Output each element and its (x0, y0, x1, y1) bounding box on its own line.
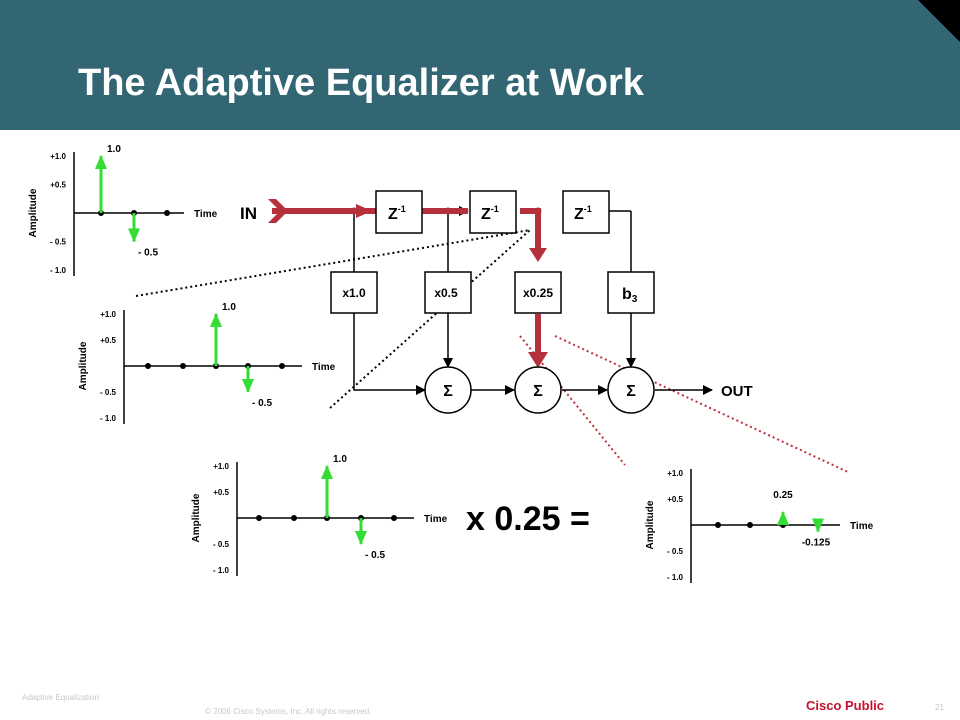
tap-block: x1.0 (330, 271, 378, 314)
sample-point (391, 515, 397, 521)
tick-label: - 1.0 (213, 566, 230, 575)
footer-classification: Cisco Public (806, 698, 885, 713)
tick-label: - 0.5 (213, 540, 230, 549)
sum-node: Σ (514, 366, 562, 414)
signal-arrowhead (528, 352, 548, 368)
corner-mark (918, 0, 960, 42)
svg-text:Σ: Σ (443, 383, 453, 400)
signal-node (444, 207, 452, 215)
tick-label: - 0.5 (100, 388, 117, 397)
signal-arrowhead (529, 248, 547, 262)
callout-line-red (554, 335, 849, 473)
tick-label: +0.5 (100, 336, 116, 345)
svg-text:x1.0: x1.0 (342, 286, 366, 300)
signal-node (534, 207, 542, 215)
tick-label: - 0.5 (50, 238, 67, 247)
delay-block: Z-1 (562, 190, 610, 234)
axis-title: Amplitude (191, 493, 202, 542)
tick-label: +0.5 (50, 181, 66, 190)
amplitude-plot: +1.0 +0.5 - 0.5 - 1.0 Amplitude Time 0.25 -0.12… (645, 469, 874, 583)
in-label: IN (240, 204, 257, 223)
time-label: Time (424, 514, 448, 525)
sample-point (715, 522, 721, 528)
tick-label: +1.0 (213, 462, 229, 471)
value-label: 1.0 (107, 144, 121, 155)
svg-text:Z-1: Z-1 (481, 204, 499, 223)
axis-title: Amplitude (28, 188, 39, 237)
sample-point (747, 522, 753, 528)
amplitude-plot: +1.0 +0.5 - 0.5 - 1.0 Amplitude Time 1.0 - 0.5 (78, 302, 336, 424)
signal-node (350, 207, 358, 215)
sample-point (145, 363, 151, 369)
value-label: 0.25 (773, 490, 793, 501)
sum-node: Σ (424, 366, 472, 414)
title-bar (0, 0, 960, 130)
svg-text:x0.25: x0.25 (523, 286, 553, 300)
slide-title: The Adaptive Equalizer at Work (78, 62, 644, 104)
value-label: 1.0 (333, 454, 347, 465)
sample-point (164, 210, 170, 216)
sum-node: Σ (607, 366, 655, 414)
value-label: 1.0 (222, 302, 236, 313)
value-label: - 0.5 (365, 550, 385, 561)
footer-section: Adaptive Equalization (22, 693, 99, 702)
svg-text:Σ: Σ (626, 383, 636, 400)
tap-block: x0.25 (514, 271, 562, 314)
sample-point (291, 515, 297, 521)
tick-label: +1.0 (50, 152, 66, 161)
page-number: 21 (935, 703, 944, 712)
delay-block: Z-1 (469, 190, 517, 234)
tick-label: - 1.0 (50, 266, 67, 275)
axis-title: Amplitude (645, 500, 656, 549)
tick-label: - 1.0 (667, 573, 684, 582)
input-arrow (268, 199, 288, 223)
sum-line (353, 313, 426, 395)
tick-label: - 0.5 (667, 547, 684, 556)
value-label: - 0.5 (252, 398, 272, 409)
svg-text:x0.5: x0.5 (434, 286, 458, 300)
sample-point (279, 363, 285, 369)
svg-text:Σ: Σ (533, 383, 543, 400)
tap-block: x0.5 (424, 271, 472, 314)
callout-line (135, 229, 531, 297)
amplitude-plot: +1.0 +0.5 - 0.5 - 1.0 Amplitude Time 1.0 - 0.5 (28, 144, 218, 276)
time-label: Time (312, 362, 336, 373)
sample-point (180, 363, 186, 369)
out-label: OUT (721, 383, 753, 400)
tick-label: +1.0 (667, 469, 683, 478)
axis-title: Amplitude (78, 341, 89, 390)
sample-point (256, 515, 262, 521)
time-label: Time (850, 521, 874, 532)
time-label: Time (194, 209, 218, 220)
tap-block: b3 (607, 271, 655, 314)
value-label: -0.125 (802, 538, 831, 549)
multiplier-equation: x 0.25 = (466, 500, 590, 538)
delay-block: Z-1 (375, 190, 423, 234)
signal-arrowhead (356, 204, 372, 218)
filter-diagram: IN OUT Z-1 Z-1 Z-1 x1.0 x0.5 x0.25 (135, 190, 849, 473)
value-label: - 0.5 (138, 248, 158, 259)
amplitude-plot: +1.0 +0.5 - 0.5 - 1.0 Amplitude Time 1.0 - 0.5 (191, 454, 448, 576)
tick-label: +0.5 (667, 495, 683, 504)
svg-text:Z-1: Z-1 (574, 204, 592, 223)
tick-label: - 1.0 (100, 414, 117, 423)
tick-label: +1.0 (100, 310, 116, 319)
footer-copyright: © 2006 Cisco Systems, Inc. All rights re… (205, 707, 372, 716)
svg-text:Z-1: Z-1 (388, 204, 406, 223)
svg-text:b3: b3 (622, 286, 638, 305)
tick-label: +0.5 (213, 488, 229, 497)
